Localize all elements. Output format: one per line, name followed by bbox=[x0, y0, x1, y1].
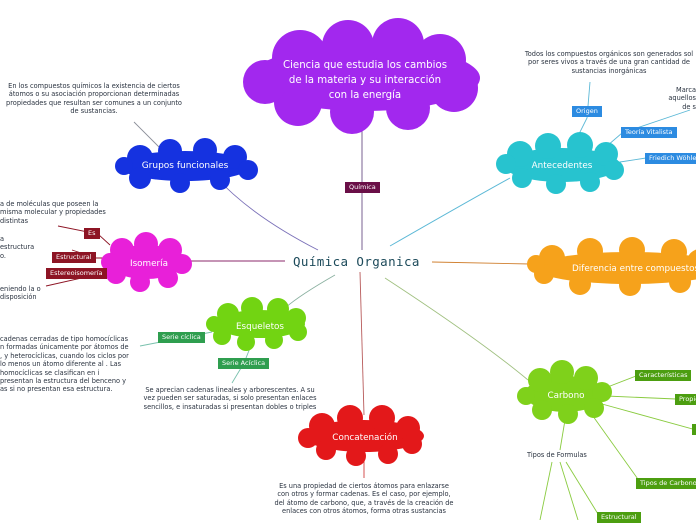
link-concatenacion bbox=[359, 271, 365, 416]
serie-ciclica-description: cadenas cerradas de tipo homocíclicas n … bbox=[0, 335, 129, 394]
grupos-description: En los compuestos químicos la existencia… bbox=[6, 82, 182, 116]
link-formula-2 bbox=[559, 461, 579, 520]
link-tipos-carbono bbox=[589, 411, 641, 483]
carbono-cloud bbox=[517, 360, 612, 424]
isomeria-es-text: a de moléculas que poseen la misma molec… bbox=[0, 200, 106, 225]
link-antecedentes bbox=[389, 177, 511, 247]
link-grupos bbox=[214, 175, 319, 251]
concatenacion-cloud bbox=[298, 405, 424, 466]
esqueletos-cloud bbox=[206, 297, 307, 351]
tag-quimica[interactable]: Química bbox=[345, 182, 380, 193]
isomeria-cloud bbox=[101, 232, 192, 292]
definition-node[interactable]: Ciencia que estudia los cambios de la ma… bbox=[282, 60, 448, 101]
link-esqueletos bbox=[284, 274, 336, 309]
link-extra bbox=[601, 403, 696, 431]
tag-friedrich[interactable]: Friedich Wöhler bbox=[645, 153, 696, 164]
tag-extra[interactable] bbox=[692, 424, 696, 435]
serie-aciclica-description: Se aprecian cadenas lineales y arboresce… bbox=[143, 386, 317, 411]
tag-teoria-vitalista[interactable]: Teoría Vitalista bbox=[621, 127, 677, 138]
link-carbono bbox=[384, 277, 529, 381]
antecedentes-node[interactable]: Antecedentes bbox=[531, 161, 593, 171]
concatenacion-description: Es una propiedad de ciertos átomos para … bbox=[274, 482, 454, 516]
tag-propiedades[interactable]: Propiedades bbox=[675, 394, 696, 405]
link-formula-3 bbox=[565, 461, 599, 515]
tag-estereoisomeria[interactable]: Estereoisomería bbox=[46, 268, 107, 279]
link-propiedades bbox=[605, 395, 677, 400]
tag-tipos-carbono[interactable]: Tipos de Carbono bbox=[636, 478, 696, 489]
isomeria-estereo-text: eniendo la o disposición bbox=[0, 285, 41, 302]
link-diferencia bbox=[431, 261, 531, 265]
esqueletos-node[interactable]: Esqueletos bbox=[236, 322, 284, 332]
tag-serie-ciclica[interactable]: Serie cíclica bbox=[158, 332, 205, 343]
link-caracteristicas bbox=[604, 375, 637, 389]
origen-description: Todos los compuestos orgánicos son gener… bbox=[524, 50, 694, 75]
tag-serie-aciclica[interactable]: Serie Acíclica bbox=[218, 358, 270, 369]
tipos-formulas-label: Tipos de Formulas bbox=[527, 451, 587, 459]
diferencia-cloud bbox=[527, 237, 696, 296]
diferencia-node[interactable]: Diferencia entre compuestos bbox=[572, 264, 696, 274]
tag-es[interactable]: Es bbox=[84, 228, 100, 239]
central-topic[interactable]: Química Organica bbox=[293, 254, 420, 269]
grupos-cloud bbox=[115, 138, 258, 193]
link-grupos-desc bbox=[133, 121, 161, 149]
isomeria-estructural-text: a estructura o. bbox=[0, 235, 35, 260]
tag-origen[interactable]: Origen bbox=[572, 106, 602, 117]
isomeria-node[interactable]: Isomería bbox=[130, 259, 168, 269]
tag-estructural-formula[interactable]: Estructural bbox=[597, 512, 641, 523]
link-formula-1 bbox=[539, 461, 553, 520]
tag-estructural[interactable]: Estructural bbox=[52, 252, 96, 263]
vitalista-description: Marca aquellos de s bbox=[668, 86, 696, 111]
definition-cloud bbox=[243, 18, 480, 134]
tag-caracteristicas[interactable]: Características bbox=[635, 370, 692, 381]
antecedentes-cloud bbox=[496, 132, 624, 194]
concatenacion-node[interactable]: Concatenación bbox=[332, 433, 398, 443]
grupos-node[interactable]: Grupos funcionales bbox=[141, 161, 229, 171]
carbono-node[interactable]: Carbono bbox=[547, 391, 585, 401]
